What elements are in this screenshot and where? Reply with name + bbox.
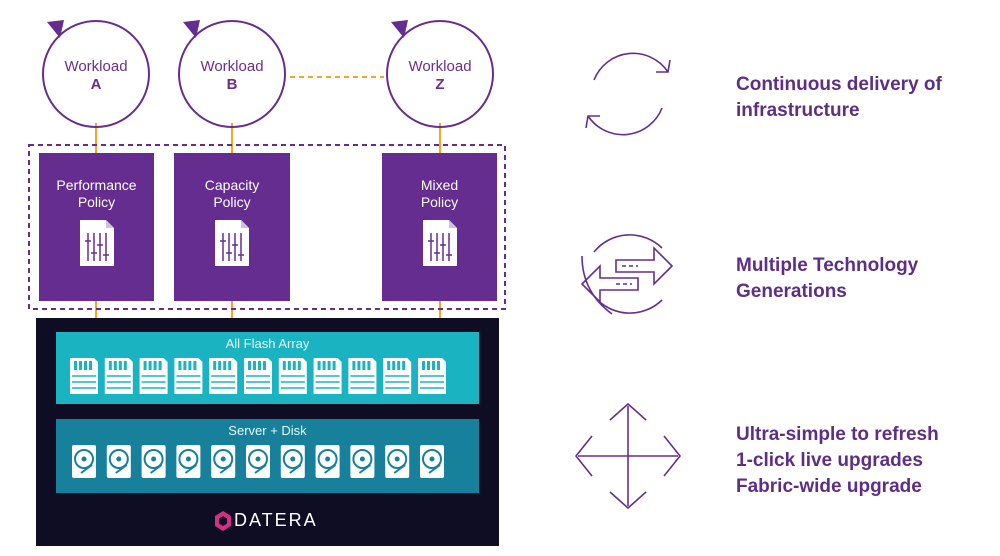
policy-document-icon [215,220,249,266]
hard-disk-icon [106,445,131,478]
hard-disk-icon [350,445,375,478]
workload-b-title: Workload [200,58,264,75]
mixed-policy-box: Mixed Policy [382,153,497,301]
flash-card-icon [313,358,342,394]
workload-a-label: Workload A [41,58,151,94]
policy-document-icon [79,220,114,266]
flash-card-icon [70,358,98,394]
server-disk-label: Server + Disk [228,423,307,438]
hard-disk-icon [72,445,96,478]
datera-logo-icon [215,511,231,531]
flash-card-icon [383,358,412,394]
workload-z-letter: Z [435,76,445,93]
feature-3-line-2: 1-click live upgrades [736,450,923,471]
workload-b-label: Workload B [177,58,287,94]
hard-disk-icon [420,445,444,478]
swap-arrows-icon [580,234,674,315]
policy-document-icon [422,220,457,266]
storage-panel: All Flash Array Server + Disk DATERA [36,318,499,546]
all-flash-array-layer: All Flash Array [56,332,479,404]
hard-disk-icon [211,445,236,478]
hard-disk-icon [176,445,201,478]
feature-continuous-delivery: Continuous delivery of infrastructure [736,72,942,124]
workload-a-title: Workload [64,58,128,75]
hard-disk-icon [280,445,305,478]
server-disk-layer: Server + Disk [56,419,479,493]
feature-2-line-2: Generations [736,281,847,302]
feature-1-line-2: infrastructure [736,100,860,121]
workload-a-letter: A [90,76,102,93]
flash-card-icon [174,358,203,394]
workload-z-label: Workload Z [385,58,495,94]
feature-3-line-3: Fabric-wide upgrade [736,476,922,497]
diamond-refresh-icon [574,402,682,510]
flash-card-icon [348,358,377,394]
flash-card-icon [209,358,238,394]
hard-disk-icon [141,445,166,478]
capacity-policy-box: Capacity Policy [174,153,290,301]
feature-1-line-1: Continuous delivery of [736,74,942,95]
workload-z-title: Workload [408,58,472,75]
workload-circle-a [42,20,150,128]
hard-disk-icon [246,445,270,478]
workload-circle-z [386,20,494,128]
workload-circle-b [178,20,286,128]
hard-disk-icon [315,445,340,478]
flash-card-icon [418,358,446,394]
feature-3-line-1: Ultra-simple to refresh [736,424,939,445]
flash-card-icon [244,358,272,394]
capacity-policy-label: Capacity Policy [204,177,260,210]
performance-policy-label: Performance Policy [56,177,137,210]
performance-policy-box: Performance Policy [39,153,154,301]
mixed-policy-label: Mixed Policy [420,177,459,210]
flash-card-icon [139,358,168,394]
feature-ultra-simple-refresh: Ultra-simple to refresh 1-click live upg… [736,422,939,500]
feature-2-line-1: Multiple Technology [736,255,919,276]
datera-logo-text: DATERA [234,510,318,530]
feature-multiple-generations: Multiple Technology Generations [736,253,918,305]
hard-disk-icon [385,445,410,478]
all-flash-array-label: All Flash Array [225,336,310,351]
workload-b-letter: B [226,76,238,93]
flash-card-icon [104,358,133,394]
cycle-arrows-icon [585,52,671,136]
flash-card-icon [278,358,307,394]
